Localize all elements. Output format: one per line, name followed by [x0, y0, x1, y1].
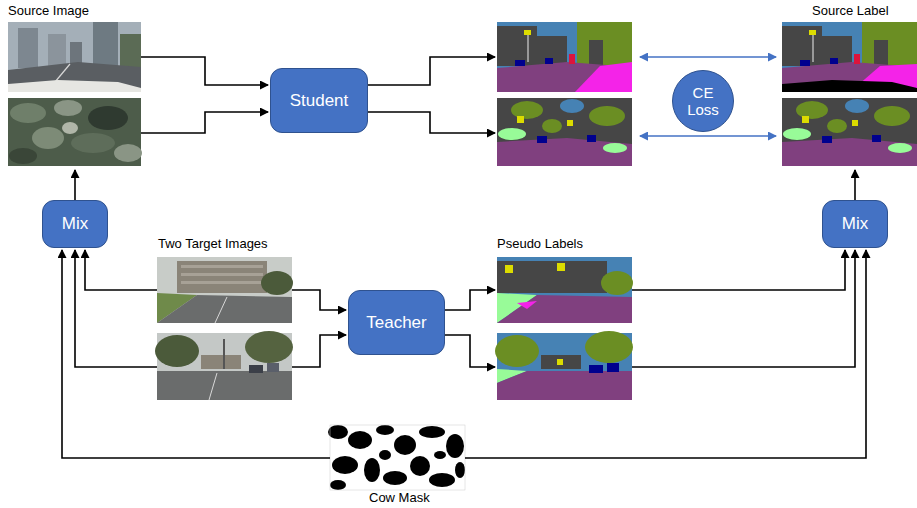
loss-arrow-part	[640, 56, 776, 57]
prediction-map	[497, 22, 632, 92]
loss-arrow	[640, 57, 776, 136]
pseudo-label-map	[495, 331, 633, 400]
source-image	[8, 22, 141, 92]
prediction-map-part	[497, 98, 632, 166]
target-image	[157, 257, 293, 323]
node-label: Student	[290, 91, 349, 111]
flow-arrow	[62, 57, 866, 458]
cow-mask-part-part	[332, 456, 358, 474]
image-caption: Two Target Images	[158, 236, 268, 252]
flow-arrow-part	[632, 250, 845, 290]
flow-arrow-part	[141, 112, 268, 133]
mix-box: Mix	[822, 200, 888, 248]
flow-arrow-part	[292, 335, 346, 367]
cow-mask-part-part	[328, 425, 348, 439]
cow-mask-part-part	[434, 451, 446, 459]
prediction-map-part	[497, 22, 632, 92]
cow-mask-part-part	[376, 425, 394, 435]
flow-arrow-part	[368, 57, 495, 85]
cow-mask-part	[330, 425, 465, 490]
flow-arrow-part	[74, 170, 76, 200]
flow-arrow-part	[632, 250, 855, 367]
cow-mask-part-part	[330, 480, 346, 490]
image-caption: Pseudo Labels	[497, 236, 583, 252]
pseudo-label-map-part	[495, 331, 633, 400]
mixed-image	[8, 98, 142, 166]
target-image-part	[157, 257, 293, 323]
cow-mask-part-part	[455, 462, 465, 478]
cow-mask	[328, 425, 465, 490]
flow-arrow-part	[85, 250, 157, 290]
cow-mask-part-part	[383, 471, 407, 485]
cow-mask-part-part	[394, 435, 416, 455]
process-box: Teacher	[348, 290, 445, 355]
flow-arrow-part	[141, 57, 268, 85]
label-map	[782, 98, 917, 166]
flow-arrow-part	[75, 250, 157, 367]
cow-mask-part	[330, 425, 465, 490]
cow-mask-part-part	[379, 450, 391, 460]
flow-arrow-part	[368, 112, 495, 133]
target-image	[155, 331, 293, 400]
node-label: CE Loss	[681, 84, 725, 119]
label-map-part	[782, 80, 917, 92]
source-image-part	[8, 22, 141, 92]
flow-arrow-part	[465, 250, 866, 458]
image-caption: Source Label	[812, 3, 889, 19]
flow-arrow-part	[445, 290, 495, 310]
cow-mask-part-part	[364, 458, 380, 482]
label-map-part	[782, 22, 917, 92]
cow-mask-part-part	[446, 434, 464, 458]
cow-mask-part-part	[429, 473, 455, 487]
flow-arrow-part	[62, 250, 330, 458]
pseudo-label-map-part	[497, 257, 633, 323]
node-label: Mix	[62, 214, 88, 234]
mixed-image-part	[8, 98, 142, 166]
image-caption: Cow Mask	[369, 490, 430, 506]
cow-mask-part-part	[348, 431, 372, 449]
prediction-map	[497, 98, 632, 166]
image-caption: Source Image	[8, 3, 89, 19]
flow-arrow-part	[445, 335, 495, 367]
cow-mask-part-part	[419, 426, 445, 438]
target-image-part	[155, 331, 293, 400]
pseudo-label-map	[497, 257, 633, 323]
node-label: Teacher	[366, 313, 426, 333]
cow-mask-part-part	[410, 456, 430, 476]
flow-arrow-part	[292, 290, 346, 310]
label-map	[782, 22, 917, 92]
process-box: Student	[270, 68, 368, 133]
cow-mask-part	[328, 425, 465, 490]
prediction-map-part	[575, 62, 632, 92]
node-label: Mix	[842, 214, 868, 234]
label-map-part	[782, 98, 917, 166]
flow-arrow-part	[854, 170, 856, 200]
loss-arrow-part	[640, 135, 776, 136]
mix-box: Mix	[42, 200, 108, 248]
loss-circle: CE Loss	[672, 70, 734, 132]
